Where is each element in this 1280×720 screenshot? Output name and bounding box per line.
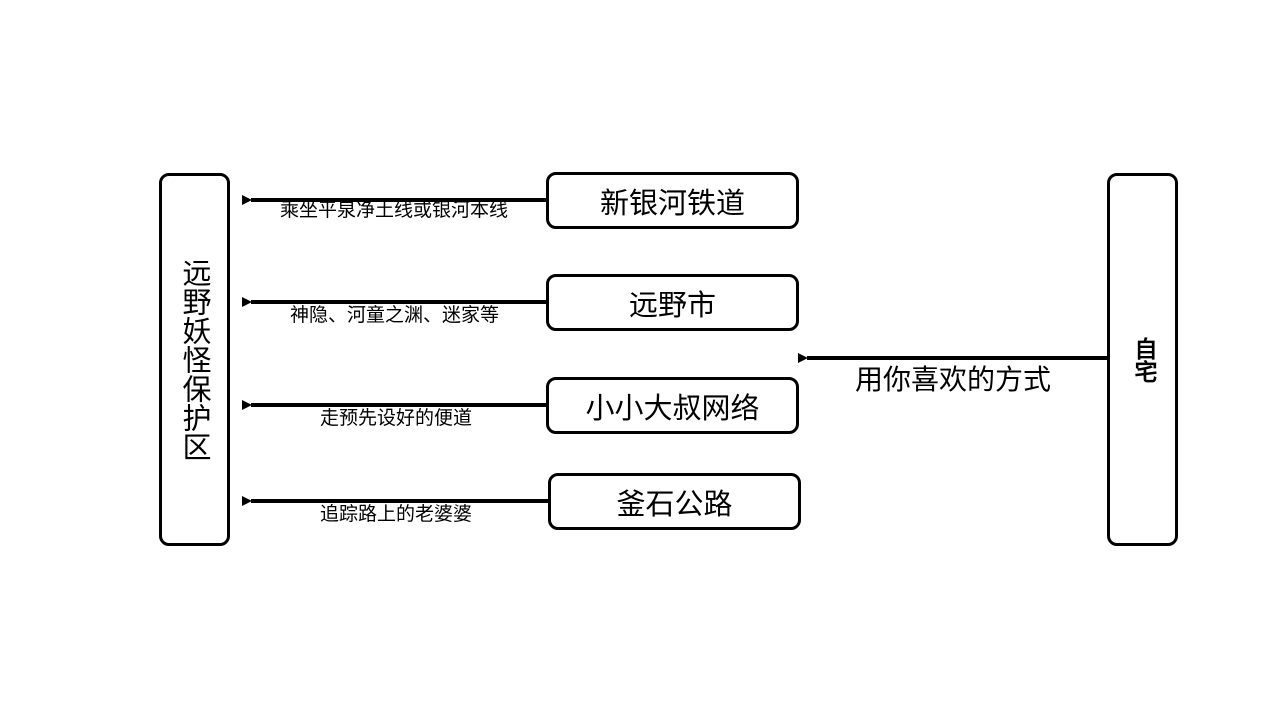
main-edge-label: 用你喜欢的方式 <box>855 363 1052 396</box>
route-node-label: 釜石公路 <box>616 486 733 521</box>
route-edge-label-1: 乘坐平泉净土线或银河本线 <box>280 199 509 221</box>
route-node-1: 新银河铁道 <box>546 172 799 229</box>
route-edge-label-3: 走预先设好的便道 <box>320 407 473 429</box>
route-node-2: 远野市 <box>546 274 799 331</box>
route-node-label: 远野市 <box>628 287 716 322</box>
route-node-label: 小小大叔网络 <box>585 390 760 425</box>
route-node-3: 小小大叔网络 <box>546 377 799 434</box>
destination-node: 远野妖怪保护区 <box>159 173 230 546</box>
route-edge-label-2: 神隐、河童之渊、迷家等 <box>290 304 500 326</box>
route-node-label: 新银河铁道 <box>599 185 745 220</box>
route-node-4: 釜石公路 <box>548 473 801 530</box>
home-label: 自宅 <box>1130 336 1156 383</box>
home-node: 自宅 <box>1107 173 1178 546</box>
route-edge-label-4: 追踪路上的老婆婆 <box>320 503 473 525</box>
destination-label: 远野妖怪保护区 <box>178 258 212 461</box>
